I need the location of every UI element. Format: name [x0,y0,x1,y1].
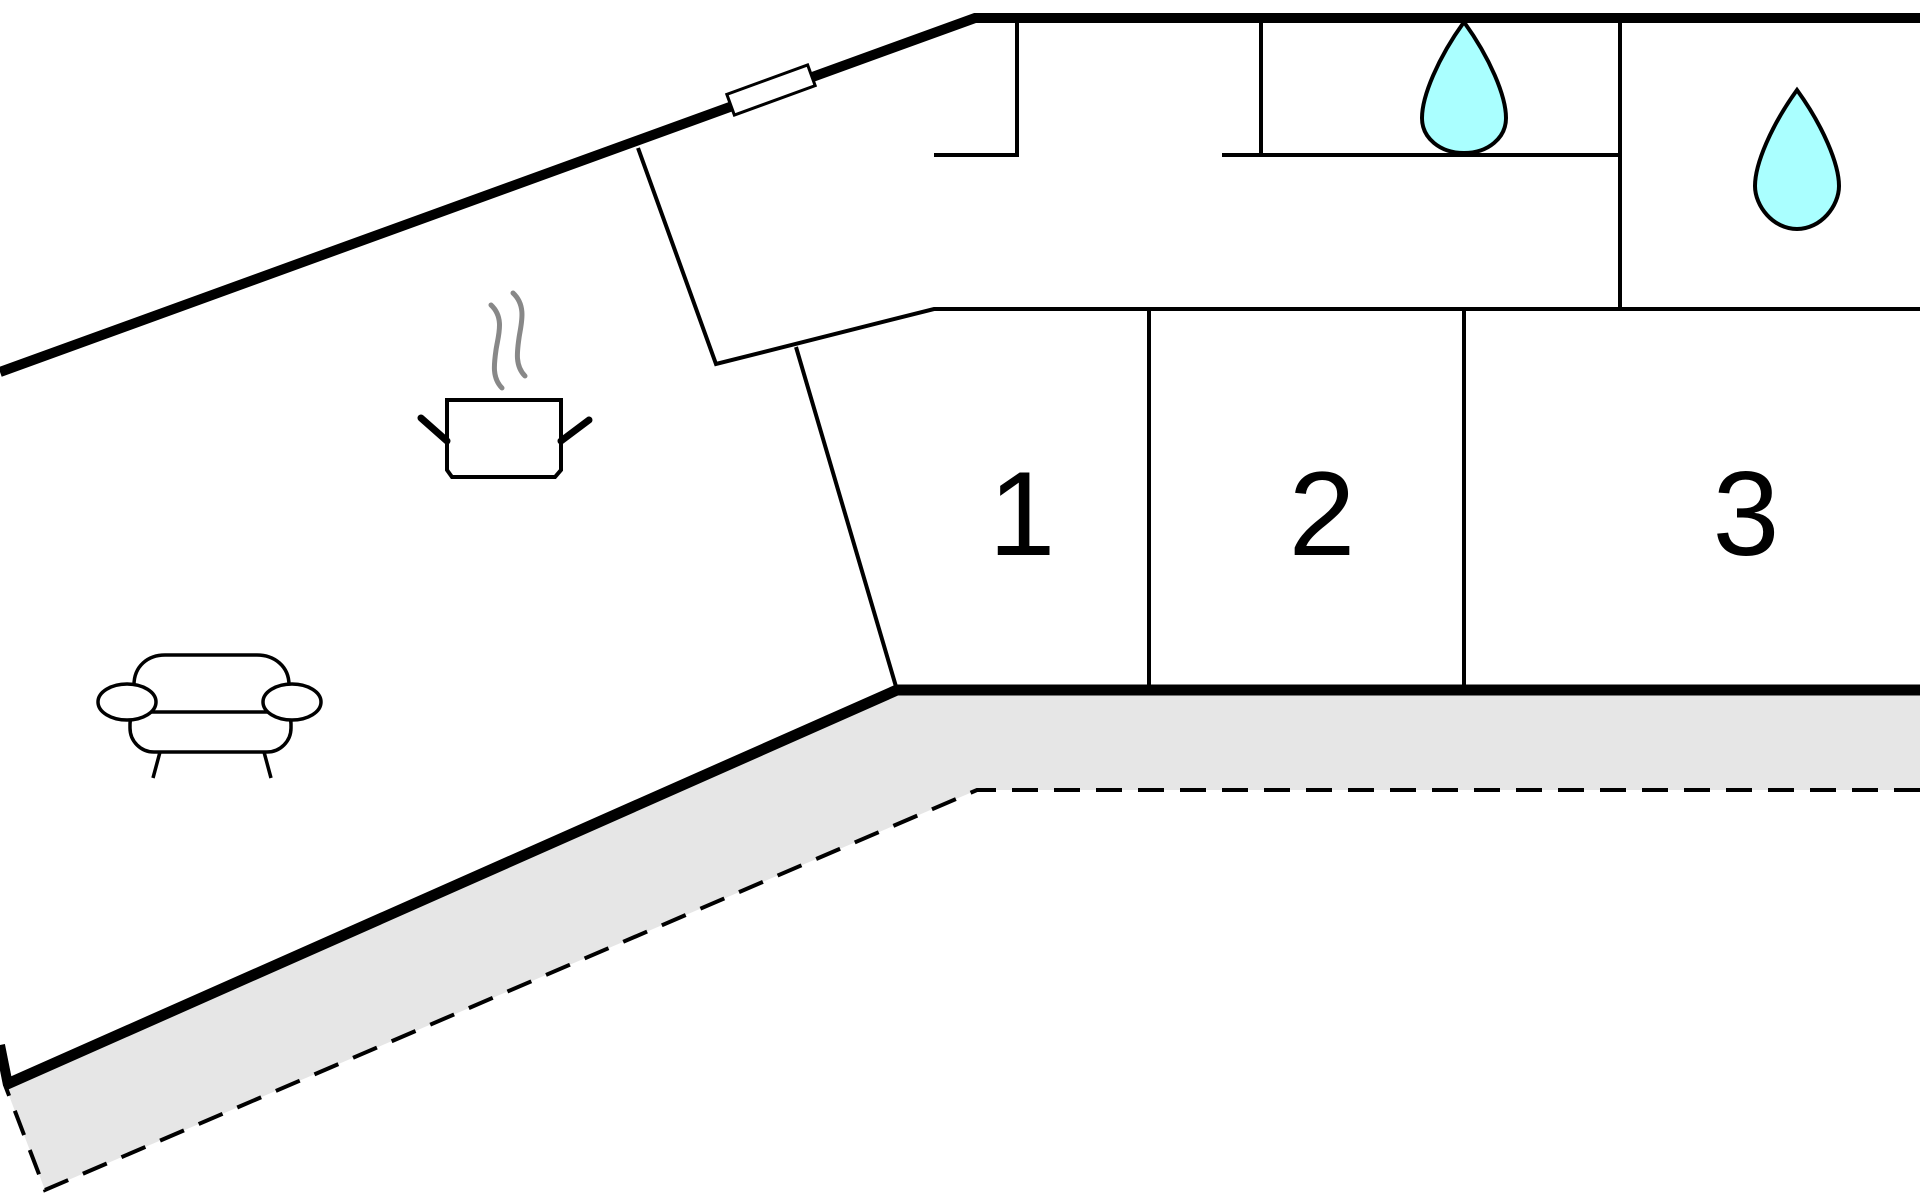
sofa-icon [96,653,323,779]
steam-icon [488,290,528,391]
bedroom-1-diagonal-wall [794,346,899,691]
terrace-dashed-boundary [3,788,1920,1193]
outer-wall-top [0,13,1920,377]
window-icon [724,63,818,117]
outer-wall-left-stub [0,1044,13,1086]
interior-walls [636,22,1920,691]
pot-icon [417,398,593,479]
water-drop-icon [1419,18,1509,156]
room-label-1: 1 [989,447,1056,581]
closet-wall-left [934,22,1019,157]
room-label-2: 2 [1289,447,1356,581]
water-drop-icon [1752,86,1842,232]
kitchen-partition [636,147,1920,367]
room-label-3: 3 [1713,447,1780,581]
terrace-area [5,690,1920,1190]
